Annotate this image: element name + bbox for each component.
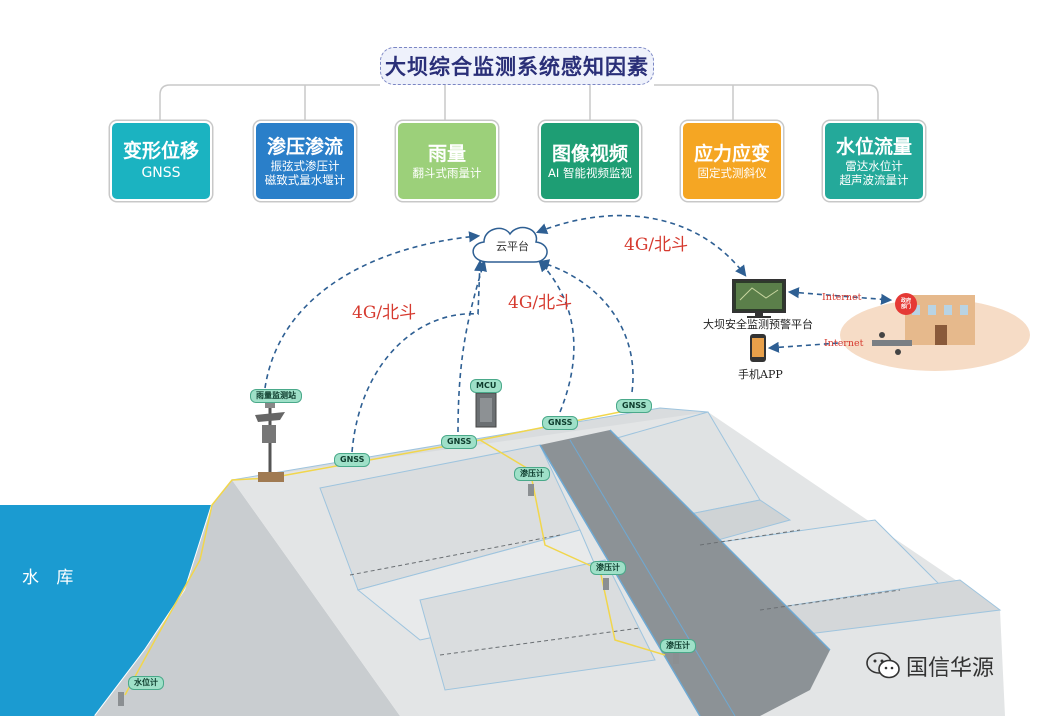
watermark: 国信华源 <box>866 650 994 682</box>
category-title: 应力应变 <box>693 143 770 165</box>
cloud-icon <box>472 226 548 263</box>
piezometer-tag-2: 渗压计 <box>590 561 626 575</box>
category-title: 渗压渗流 <box>266 136 343 158</box>
piezometer-sensor-1 <box>528 484 534 496</box>
cloud-platform-label: 云平台 <box>496 240 529 253</box>
category-title: 水位流量 <box>835 136 912 158</box>
category-card-stress: 应力应变 固定式测斜仪 <box>681 121 783 201</box>
category-title: 变形位移 <box>122 140 199 162</box>
watermark-text: 国信华源 <box>906 656 995 681</box>
communication-arcs <box>264 214 893 453</box>
water-level-sensor <box>118 692 124 706</box>
platform-label: 大坝安全监测预警平台 <box>703 318 813 331</box>
reservoir-label: 水 库 <box>22 568 80 588</box>
internet-label-bottom: Internet <box>824 338 864 349</box>
mcu-tag: MCU <box>470 379 503 393</box>
gnss-tag-3: GNSS <box>542 416 579 430</box>
link-label-left: 4G/北斗 <box>352 303 417 323</box>
category-line: 磁致式量水堰计 <box>264 173 346 187</box>
water-level-tag: 水位计 <box>128 676 164 690</box>
category-title: 图像视频 <box>551 143 628 165</box>
category-card-seepage: 渗压渗流 振弦式渗压计 磁致式量水堰计 <box>254 121 356 201</box>
link-label-right: 4G/北斗 <box>624 235 689 255</box>
gnss-tag-1: GNSS <box>334 453 371 467</box>
piezometer-tag-1: 渗压计 <box>514 467 550 481</box>
category-line: 雷达水位计 <box>845 159 903 173</box>
office-illustration <box>840 293 1030 371</box>
phone-icon <box>750 334 766 362</box>
mobile-app-label: 手机APP <box>738 368 783 381</box>
piezometer-tag-3: 渗压计 <box>660 639 696 653</box>
category-title: 雨量 <box>427 143 466 165</box>
category-line: GNSS <box>141 165 181 181</box>
piezometer-sensor-3 <box>673 652 679 664</box>
internet-label-top: Internet <box>822 292 862 303</box>
mcu-cabinet <box>475 392 497 428</box>
diagram-title: 大坝综合监测系统感知因素 <box>380 47 654 85</box>
category-connectors <box>159 84 879 121</box>
wechat-icon <box>866 652 900 679</box>
category-line: 超声波流量计 <box>839 173 909 187</box>
category-line: 翻斗式雨量计 <box>412 166 482 180</box>
rain-station-mast <box>255 400 285 482</box>
gnss-tag-2: GNSS <box>441 435 478 449</box>
monitor-icon <box>732 279 786 318</box>
gnss-tag-4: GNSS <box>616 399 653 413</box>
office-sign: 政府部门 <box>900 298 911 310</box>
link-label-center: 4G/北斗 <box>508 293 573 313</box>
category-line: AI 智能视频监视 <box>548 166 632 180</box>
category-card-video: 图像视频 AI 智能视频监视 <box>539 121 641 201</box>
reservoir-water <box>0 505 212 716</box>
category-card-deformation: 变形位移 GNSS <box>110 121 212 201</box>
category-line: 振弦式渗压计 <box>270 159 340 173</box>
rain-station-tag: 雨量监测站 <box>250 389 302 403</box>
category-card-water-level: 水位流量 雷达水位计 超声波流量计 <box>823 121 925 201</box>
category-line: 固定式测斜仪 <box>697 166 767 180</box>
piezometer-sensor-2 <box>603 578 609 590</box>
category-card-rainfall: 雨量 翻斗式雨量计 <box>396 121 498 201</box>
